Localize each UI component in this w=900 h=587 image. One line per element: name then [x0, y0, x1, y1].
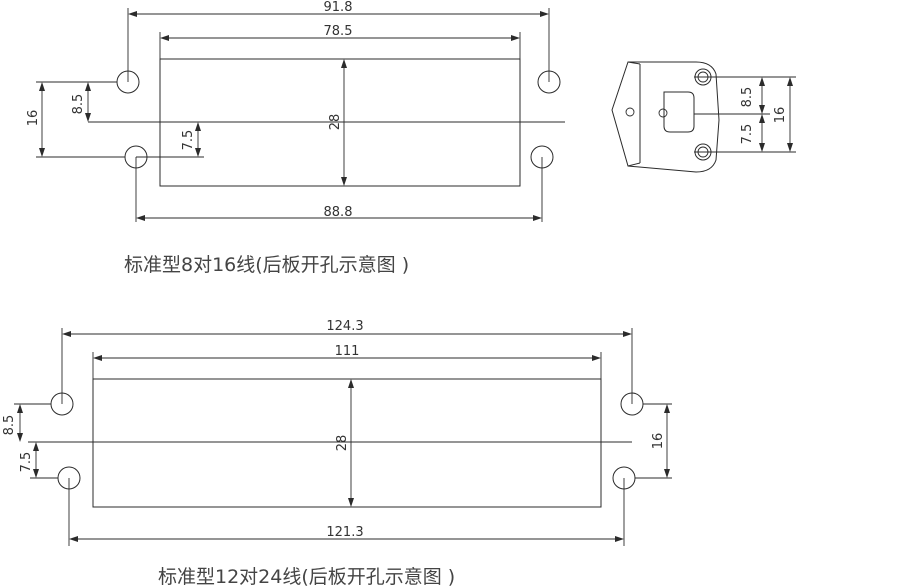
side-view-plate-fold [627, 61, 641, 167]
side-view-tab-outline [663, 91, 695, 133]
bottom-lower-offset-dimension: 7.5 [19, 442, 58, 479]
bottom-hole-pitch-label: 121.3 [326, 525, 363, 540]
top-lower-offset-dimension: 7.5 [136, 122, 204, 158]
top-hole-pitch-label: 88.8 [324, 205, 353, 220]
top-cutout-outline [159, 58, 521, 187]
top-upper-offset-label: 8.5 [71, 94, 86, 115]
side-upper-offset-dimension: 8.5 [740, 77, 765, 114]
top-caption: 标准型8对16线(后板开孔示意图 ) [124, 254, 409, 276]
top-hole-pitch-dimension: 88.8 [135, 157, 543, 222]
bottom-lower-offset-label: 7.5 [19, 452, 34, 473]
top-cutout-drawing: 91.8 78.5 88.8 28 [26, 0, 565, 276]
bottom-cutout-width-label: 111 [335, 344, 360, 359]
bottom-cutout-outline [92, 378, 602, 508]
top-cutout-height-label: 28 [328, 114, 343, 131]
top-hole-span-dimension: 16 [26, 81, 125, 158]
side-lower-offset-label: 7.5 [740, 124, 755, 145]
side-view-drawing: 8.5 7.5 16 [611, 61, 796, 173]
side-hole-span-label: 16 [773, 107, 788, 124]
bottom-upper-offset-label: 8.5 [2, 415, 17, 436]
side-view-hole-center [658, 108, 668, 118]
top-cutout-width-dimension: 78.5 [159, 24, 521, 59]
bottom-cutout-height-dimension: 28 [335, 379, 354, 507]
top-cutout-height-dimension: 28 [328, 59, 347, 186]
top-hole-span-label: 16 [26, 110, 41, 127]
top-overall-width-dimension: 91.8 [127, 0, 550, 82]
side-lower-offset-dimension: 7.5 [740, 114, 765, 152]
bottom-cutout-height-label: 28 [335, 435, 350, 452]
top-upper-offset-dimension: 8.5 [71, 82, 91, 122]
side-view-hole-left [625, 107, 635, 117]
top-overall-width-label: 91.8 [324, 0, 353, 15]
bottom-overall-width-dimension: 124.3 [61, 319, 633, 404]
bottom-hole-span-dimension: 16 [635, 403, 672, 479]
top-lower-offset-label: 7.5 [181, 130, 196, 151]
bottom-overall-width-label: 124.3 [326, 319, 363, 334]
side-hole-span-dimension: 16 [773, 77, 793, 152]
bottom-caption: 标准型12对24线(后板开孔示意图 ) [158, 566, 455, 587]
bottom-cutout-drawing: 124.3 111 121.3 28 [2, 319, 672, 587]
bottom-cutout-width-dimension: 111 [92, 344, 602, 379]
top-cutout-width-label: 78.5 [324, 24, 353, 39]
bottom-hole-span-label: 16 [651, 433, 666, 450]
side-view-plate-outline [611, 61, 720, 173]
bottom-hole-pitch-dimension: 121.3 [68, 478, 625, 546]
side-upper-offset-label: 8.5 [740, 87, 755, 108]
bottom-upper-offset-dimension: 8.5 [2, 403, 51, 442]
